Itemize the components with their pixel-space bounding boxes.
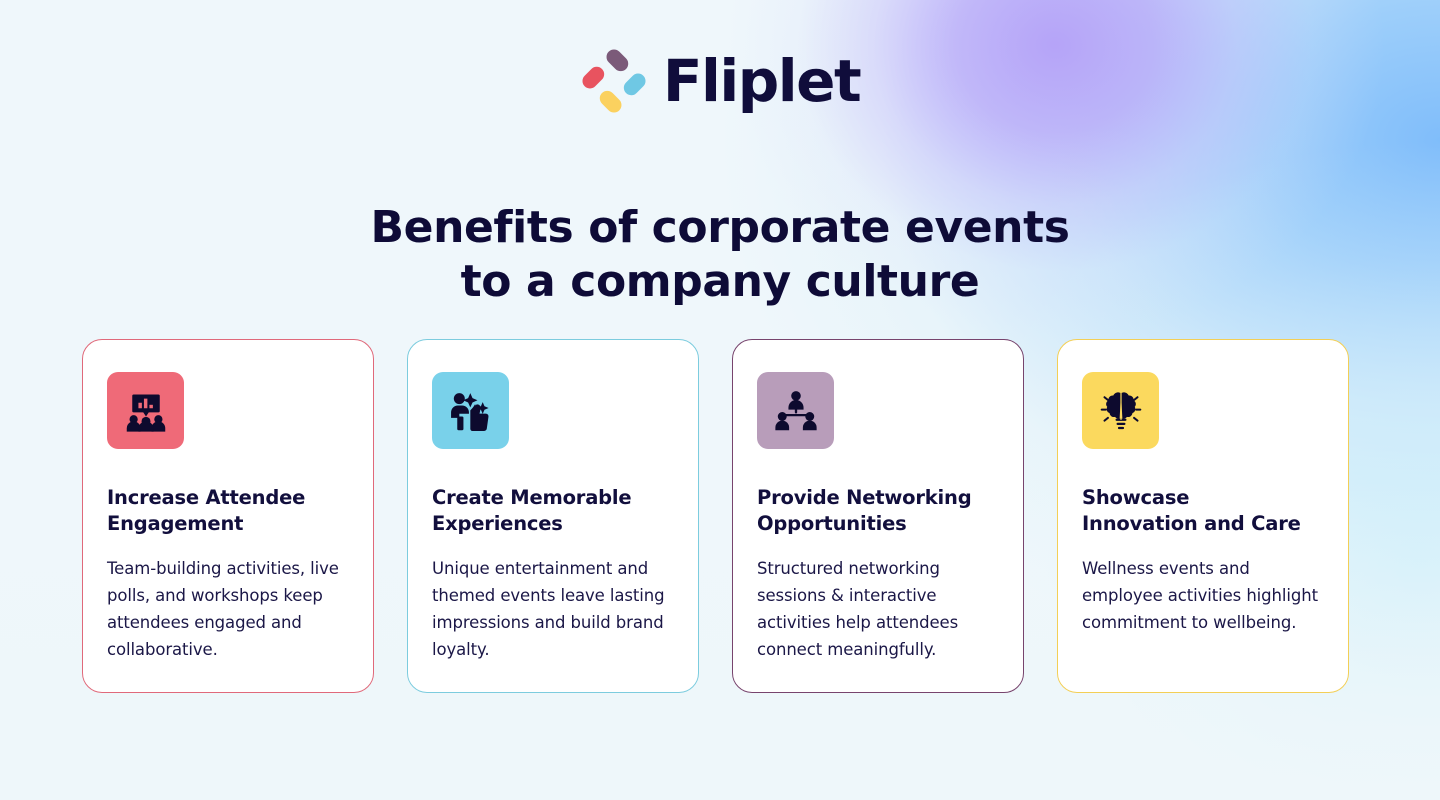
benefit-card-title: Provide Networking Opportunities xyxy=(757,486,972,535)
thumbs-up-sparkle-icon-tile xyxy=(432,372,509,449)
brand-logo: Fliplet xyxy=(0,47,1440,115)
benefit-card-title: Create Memorable Experiences xyxy=(432,486,632,535)
presentation-audience-icon-tile xyxy=(107,372,184,449)
benefit-card-showcase-innovation-and-care: Showcase Innovation and Care Wellness ev… xyxy=(1057,339,1349,693)
lightbulb-brain-icon xyxy=(1100,391,1141,429)
benefit-card-title: Increase Attendee Engagement xyxy=(107,486,306,535)
page-title: Benefits of corporate events to a compan… xyxy=(370,202,1070,308)
network-people-icon xyxy=(774,390,817,430)
benefit-card-title: Showcase Innovation and Care xyxy=(1082,486,1301,535)
brand-wordmark: Fliplet xyxy=(662,47,862,115)
benefit-card-create-memorable-experiences: Create Memorable Experiences Unique ente… xyxy=(407,339,699,693)
lightbulb-brain-icon-tile xyxy=(1082,372,1159,449)
benefit-card-increase-attendee-engagement: Increase Attendee Engagement Team-buildi… xyxy=(82,339,374,693)
fliplet-pinwheel-logo-icon xyxy=(582,49,646,113)
benefit-card-list: Increase Attendee Engagement Team-buildi… xyxy=(82,339,1358,693)
presentation-audience-icon xyxy=(126,394,165,432)
thumbs-up-sparkle-icon xyxy=(450,392,489,431)
benefit-card-body: Wellness events and employee activities … xyxy=(1082,559,1318,632)
benefit-card-body: Team-building activities, live polls, an… xyxy=(107,559,339,659)
benefit-card-body: Structured networking sessions & interac… xyxy=(757,559,959,659)
benefit-card-provide-networking-opportunities: Provide Networking Opportunities Structu… xyxy=(732,339,1024,693)
benefit-card-body: Unique entertainment and themed events l… xyxy=(432,559,665,659)
network-people-icon-tile xyxy=(757,372,834,449)
